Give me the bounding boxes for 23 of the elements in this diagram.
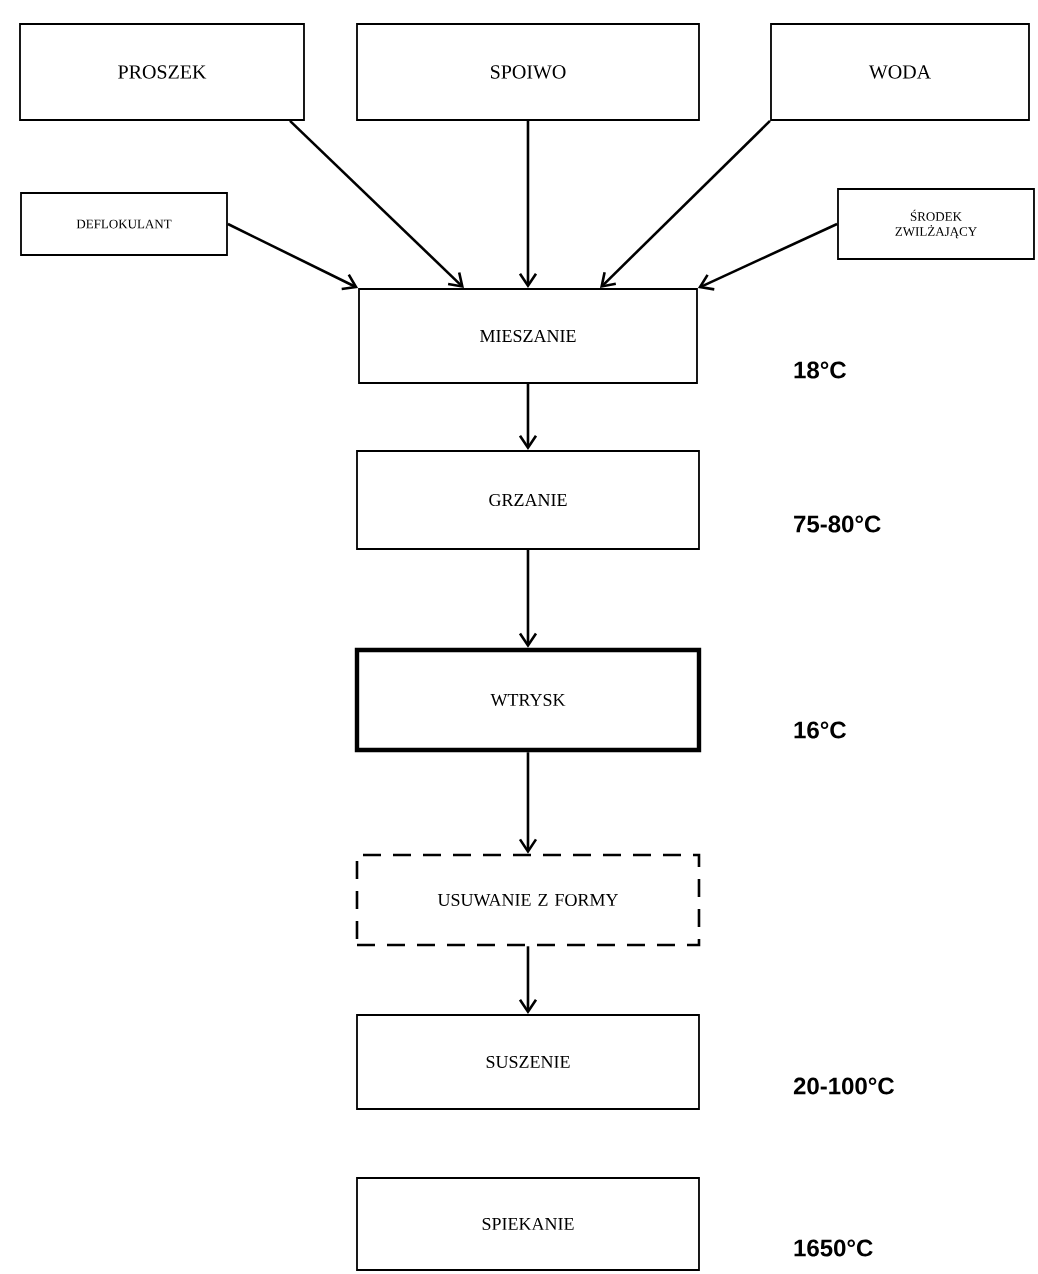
- process-box: SPOIWO: [356, 23, 700, 121]
- arrow: [518, 549, 538, 648]
- process-box: WTRYSK: [354, 647, 702, 753]
- temperature-label: 18°C: [794, 361, 847, 379]
- arrow: [518, 120, 538, 289]
- arrow: [518, 946, 538, 1015]
- process-box: PROSZEK: [19, 23, 305, 121]
- temperature-label: 16°C: [794, 721, 847, 739]
- process-box: USUWANIE Z FORMY: [355, 853, 701, 947]
- process-box: GRZANIE: [356, 450, 700, 550]
- arrow: [518, 752, 538, 854]
- arrow: [697, 222, 838, 291]
- process-box: WODA: [770, 23, 1030, 121]
- process-box: SUSZENIE: [356, 1014, 700, 1110]
- arrow: [289, 120, 464, 289]
- process-box: SPIEKANIE: [356, 1177, 700, 1271]
- process-box: MIESZANIE: [358, 288, 698, 384]
- temperature-label: 1650°C: [794, 1239, 873, 1257]
- temperature-label: 75-80°C: [794, 515, 881, 533]
- arrow: [227, 222, 359, 291]
- arrow: [600, 120, 771, 289]
- temperature-label: 20-100°C: [793, 1077, 895, 1095]
- arrow: [518, 383, 538, 451]
